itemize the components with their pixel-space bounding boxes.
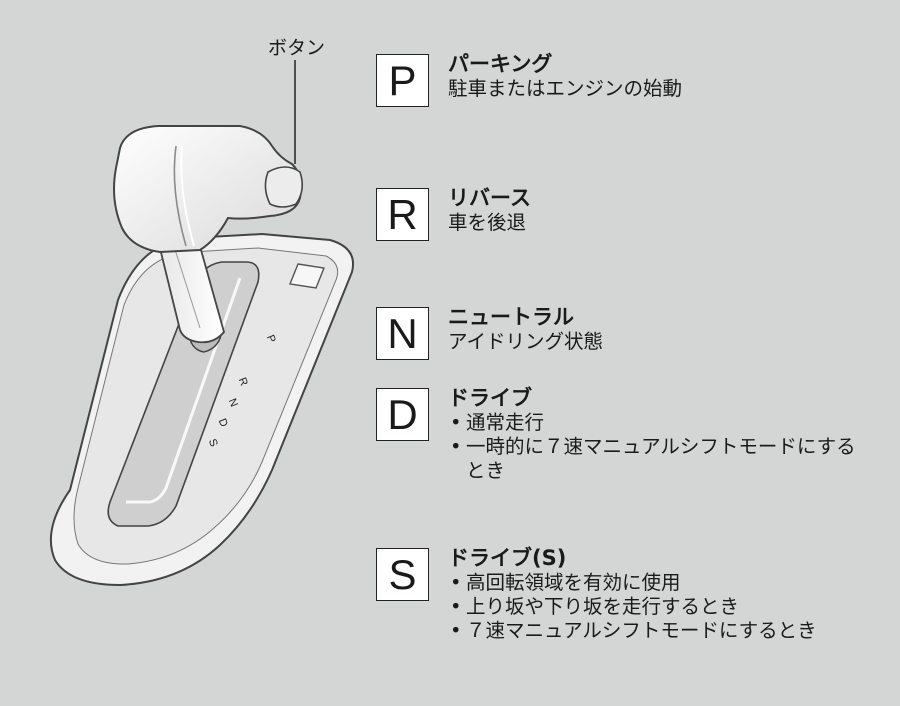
gear-letter-box: R [376, 188, 429, 241]
gate-letter-n: N [226, 397, 240, 409]
mode-description: 駐車またはエンジンの始動 [448, 77, 683, 100]
gate-letter-r: R [236, 376, 250, 388]
gear-letter-box: N [376, 307, 429, 360]
shift-knob [113, 125, 302, 254]
gear-letter-box: P [376, 54, 429, 107]
gear-letter-box: S [376, 548, 429, 601]
mode-title: ドライブ [448, 386, 532, 410]
mode-bullet: 一時的に７速マニュアルシフトモードにするとき [448, 435, 856, 483]
mode-bullet: 上り坂や下り坂を走行するとき [448, 595, 856, 619]
mode-bullets: 高回転領域を有効に使用 上り坂や下り坂を走行するとき ７速マニュアルシフトモード… [448, 571, 878, 643]
mode-title: リバース [448, 186, 531, 210]
gate-letter-s: S [206, 437, 220, 448]
mode-title: パーキング [448, 52, 553, 76]
mode-bullet: ７速マニュアルシフトモードにするとき [448, 619, 856, 643]
mode-description: 車を後退 [448, 211, 527, 234]
mode-title: ドライブ(S) [448, 546, 567, 570]
mode-bullet: 通常走行 [448, 411, 856, 435]
knob-button [264, 166, 304, 208]
gear-letter-box: D [376, 388, 429, 441]
mode-bullets: 通常走行 一時的に７速マニュアルシフトモードにするとき [448, 411, 878, 483]
gate-letter-d: D [216, 417, 230, 429]
mode-title: ニュートラル [448, 305, 574, 329]
shift-lever-shaft [154, 231, 225, 344]
button-callout-label: ボタン [268, 37, 326, 59]
mode-bullet: 高回転領域を有効に使用 [448, 571, 856, 595]
mode-description: アイドリング状態 [448, 330, 604, 353]
gate-letter-p: P [264, 333, 278, 344]
